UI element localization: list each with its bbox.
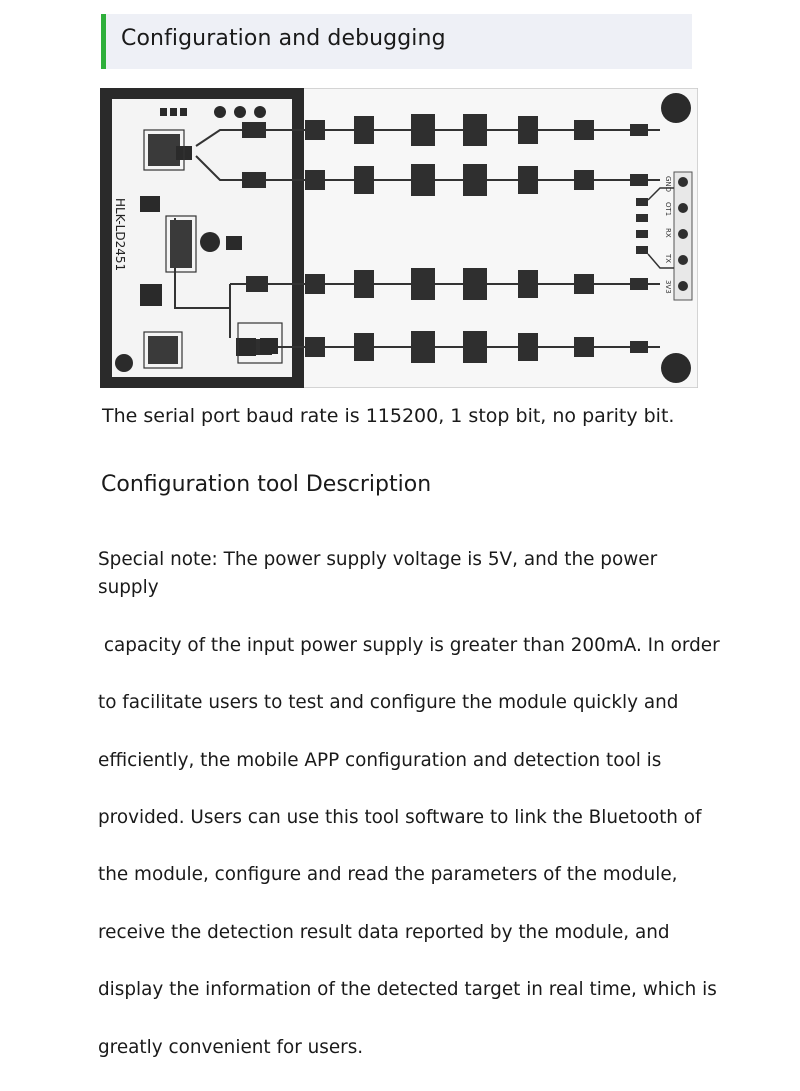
note-line: provided. Users can use this tool softwa… (98, 807, 702, 829)
mounting-hole-bottom-left (115, 354, 133, 372)
svg-text:RX: RX (664, 228, 672, 238)
silkscreen-label: HLK-LD2451 (113, 198, 127, 271)
note-line: efficiently, the mobile APP configuratio… (98, 749, 662, 771)
note-line: greatly convenient for users. (98, 1036, 364, 1058)
antenna-patches-rx-1 (246, 268, 648, 300)
note-line: the module, configure and read the param… (98, 864, 678, 886)
baud-rate-caption: The serial port baud rate is 115200, 1 s… (102, 405, 675, 427)
page-title: Configuration and debugging (121, 26, 446, 51)
header-bar (101, 14, 692, 69)
header-accent-bar (101, 14, 106, 69)
mounting-hole-bottom-right (661, 353, 691, 383)
note-line: Special note: The power supply voltage i… (98, 548, 658, 599)
component-outlines (143, 129, 283, 369)
mounting-hole-top-right (661, 93, 691, 123)
section-title: Configuration tool Description (101, 472, 432, 497)
special-note-paragraph: Special note: The power supply voltage i… (98, 517, 720, 1091)
antenna-patches-tx-2 (242, 164, 648, 196)
pcb-illustration: HLK-LD2451 GND OT1 RX TX 3V3 (100, 88, 698, 388)
note-line: receive the detection result data report… (98, 921, 670, 943)
note-line: display the information of the detected … (98, 979, 717, 1001)
svg-text:TX: TX (664, 253, 672, 263)
svg-text:GND: GND (664, 176, 672, 192)
radar-module-board-image: HLK-LD2451 GND OT1 RX TX 3V3 (100, 88, 698, 388)
note-line: capacity of the input power supply is gr… (98, 634, 720, 656)
svg-text:OT1: OT1 (664, 202, 672, 216)
circuit-components (140, 106, 278, 364)
pin-labels: GND OT1 RX TX 3V3 (664, 176, 672, 294)
pin-header-pads (678, 177, 688, 291)
antenna-patches-tx-1 (242, 114, 648, 146)
note-line: to facilitate users to test and configur… (98, 692, 679, 714)
header-resistors (636, 198, 648, 254)
svg-text:3V3: 3V3 (664, 280, 672, 294)
